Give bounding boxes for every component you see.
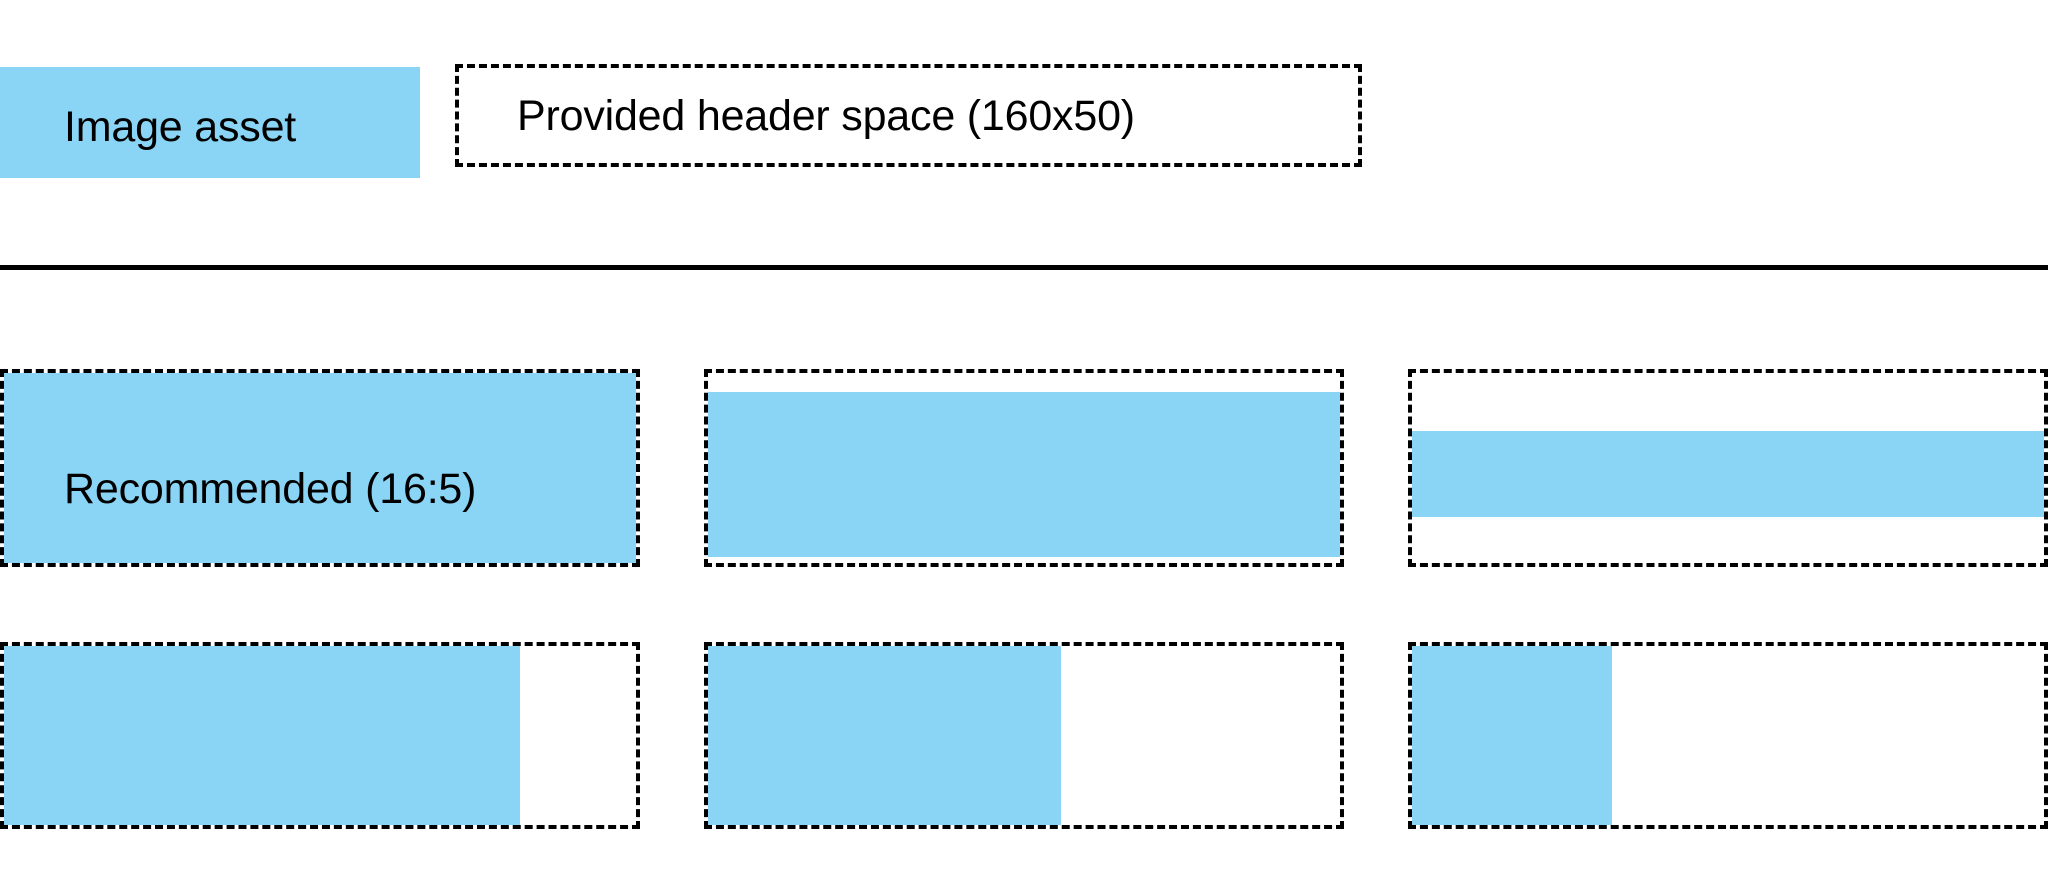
ratio-fill-band (1412, 431, 2044, 517)
provided-header-space-label: Provided header space (160x50) (517, 92, 1135, 140)
image-asset-swatch (0, 67, 420, 178)
ratio-fill-inset-vertical (708, 392, 1340, 557)
ratio-slot-left-medium (704, 642, 1344, 829)
provided-header-space-outline (455, 64, 1362, 167)
ratio-fill-left-wide (4, 646, 520, 825)
ratio-slot-left-narrow (1408, 642, 2048, 829)
ratio-slot-recommended (0, 369, 640, 567)
ratio-recommended-label: Recommended (16:5) (64, 465, 477, 513)
image-asset-swatch-label: Image asset (64, 103, 297, 151)
section-divider (0, 265, 2048, 270)
ratio-fill-left-medium (708, 646, 1061, 825)
ratio-fill-left-narrow (1412, 646, 1612, 825)
ratio-slot-left-wide (0, 642, 640, 829)
ratio-slot-band (1408, 369, 2048, 567)
ratio-fill-recommended (4, 373, 636, 563)
ratio-slot-inset-vertical (704, 369, 1344, 567)
